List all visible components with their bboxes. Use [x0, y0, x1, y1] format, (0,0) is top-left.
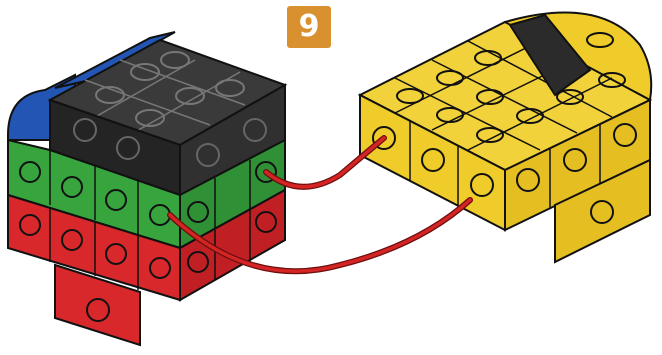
left-block-assembly — [8, 32, 285, 345]
right-block-assembly — [360, 13, 651, 262]
step-number-badge: 9 — [287, 6, 331, 48]
step-number: 9 — [287, 6, 331, 48]
